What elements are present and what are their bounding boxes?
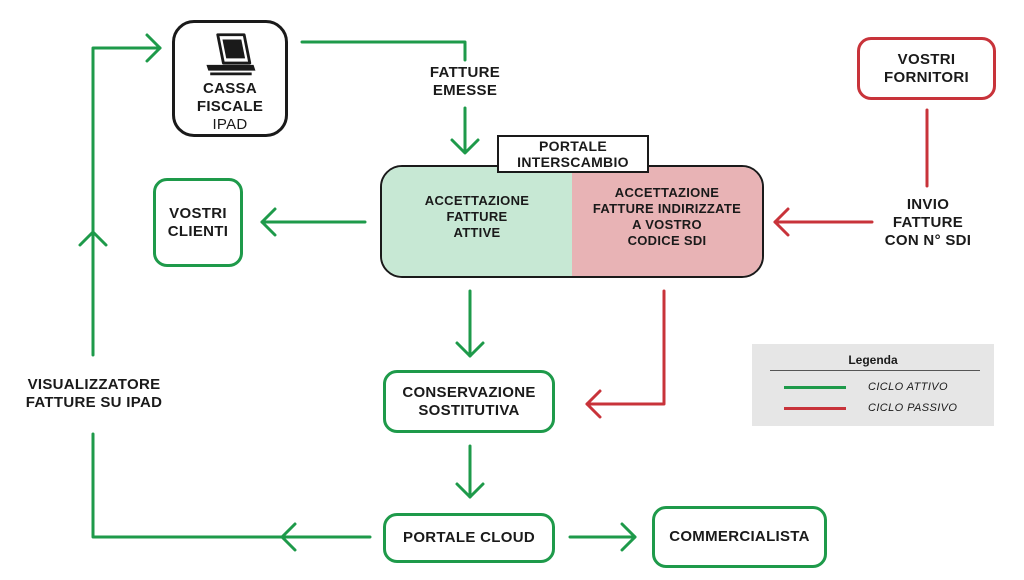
legend-item-attivo: CICLO ATTIVO: [784, 380, 948, 394]
fornitori-line2: FORNITORI: [884, 68, 969, 86]
vostri-fornitori-box[interactable]: VOSTRI FORNITORI: [857, 37, 996, 100]
arrowhead-up-loop: [78, 230, 108, 247]
connector-loop-lower: [91, 432, 284, 539]
cassa-label-line2: FISCALE: [196, 98, 264, 115]
invio-line3: CON N° SDI: [884, 232, 972, 249]
portale-cloud-label: PORTALE CLOUD: [403, 529, 535, 546]
portale-title-line2: INTERSCAMBIO: [517, 154, 629, 170]
connector-portale-red-to-conservazione: [585, 289, 666, 406]
cassa-label-line1: CASSA: [202, 80, 257, 97]
arrowhead-right-cassa: [145, 33, 162, 63]
fatture-emesse-label: FATTURE EMESSE: [410, 64, 520, 100]
arrowhead-left-portale-red: [773, 207, 790, 237]
fornitori-line1: VOSTRI: [897, 50, 956, 68]
conservazione-sostitutiva-box[interactable]: CONSERVAZIONE SOSTITUTIVA: [383, 370, 555, 433]
clienti-line1: VOSTRI: [169, 204, 227, 222]
vostri-clienti-box[interactable]: VOSTRI CLIENTI: [153, 178, 243, 267]
arrowhead-left-clienti: [260, 207, 277, 237]
commercialista-box[interactable]: COMMERCIALISTA: [652, 506, 827, 568]
portale-interscambio-title: PORTALE INTERSCAMBIO: [497, 135, 649, 173]
conservazione-line2: SOSTITUTIVA: [418, 401, 520, 419]
visualizzatore-label: VISUALIZZATORE FATTURE SU IPAD: [14, 376, 174, 412]
portale-left-line3: ATTIVE: [453, 224, 501, 240]
cassa-fiscale-box[interactable]: CASSA FISCALE IPAD: [172, 20, 288, 137]
invio-line1: INVIO: [906, 196, 950, 213]
connector-cassa-to-portale: [300, 40, 467, 62]
portale-right-line1: ACCETTAZIONE: [614, 184, 720, 200]
legend-swatch-red: [784, 406, 846, 410]
portale-right-line2: FATTURE INDIRIZZATE: [592, 200, 742, 216]
visualizzatore-line1: VISUALIZZATORE: [27, 376, 161, 393]
fatture-emesse-line2: EMESSE: [432, 82, 498, 99]
legend-label-passivo: CICLO PASSIVO: [868, 402, 958, 414]
accettazione-fatture-attive: ACCETTAZIONE FATTURE ATTIVE: [382, 167, 572, 276]
portale-left-line2: FATTURE: [446, 208, 508, 224]
conservazione-line1: CONSERVAZIONE: [402, 383, 536, 401]
commercialista-label: COMMERCIALISTA: [669, 528, 810, 545]
portale-cloud-box[interactable]: PORTALE CLOUD: [383, 513, 555, 563]
legend-label-attivo: CICLO ATTIVO: [868, 381, 948, 393]
visualizzatore-line2: FATTURE SU IPAD: [25, 394, 163, 411]
portale-left-line1: ACCETTAZIONE: [424, 192, 530, 208]
legend-swatch-green: [784, 385, 846, 389]
arrowhead-down-cloud: [455, 482, 485, 499]
ipad-pos-icon: [206, 33, 256, 76]
invio-fatture-label: INVIO FATTURE CON N° SDI: [870, 196, 986, 250]
arrowhead-down-portale: [450, 138, 480, 155]
cassa-label-line3: IPAD: [212, 116, 248, 133]
connector-loop-upper: [91, 46, 162, 357]
fatture-emesse-line1: FATTURE: [429, 64, 501, 81]
legend-title: Legenda: [848, 353, 898, 367]
legend-item-passivo: CICLO PASSIVO: [784, 401, 957, 415]
arrowhead-left-conservazione-red: [585, 389, 602, 419]
portale-title-line1: PORTALE: [539, 138, 607, 154]
portale-right-line3: A VOSTRO: [632, 216, 702, 232]
arrowhead-right-commercialista: [620, 522, 637, 552]
accettazione-fatture-sdi: ACCETTAZIONE FATTURE INDIRIZZATE A VOSTR…: [572, 167, 762, 276]
clienti-line2: CLIENTI: [167, 222, 229, 240]
portale-right-line4: CODICE SDI: [627, 232, 707, 248]
legend: Legenda CICLO ATTIVO CICLO PASSIVO: [752, 344, 994, 426]
arrowhead-down-conservazione: [455, 341, 485, 358]
portale-interscambio-box[interactable]: ACCETTAZIONE FATTURE ATTIVE ACCETTAZIONE…: [380, 165, 764, 278]
legend-divider: [770, 370, 980, 371]
invio-line2: FATTURE: [892, 214, 964, 231]
